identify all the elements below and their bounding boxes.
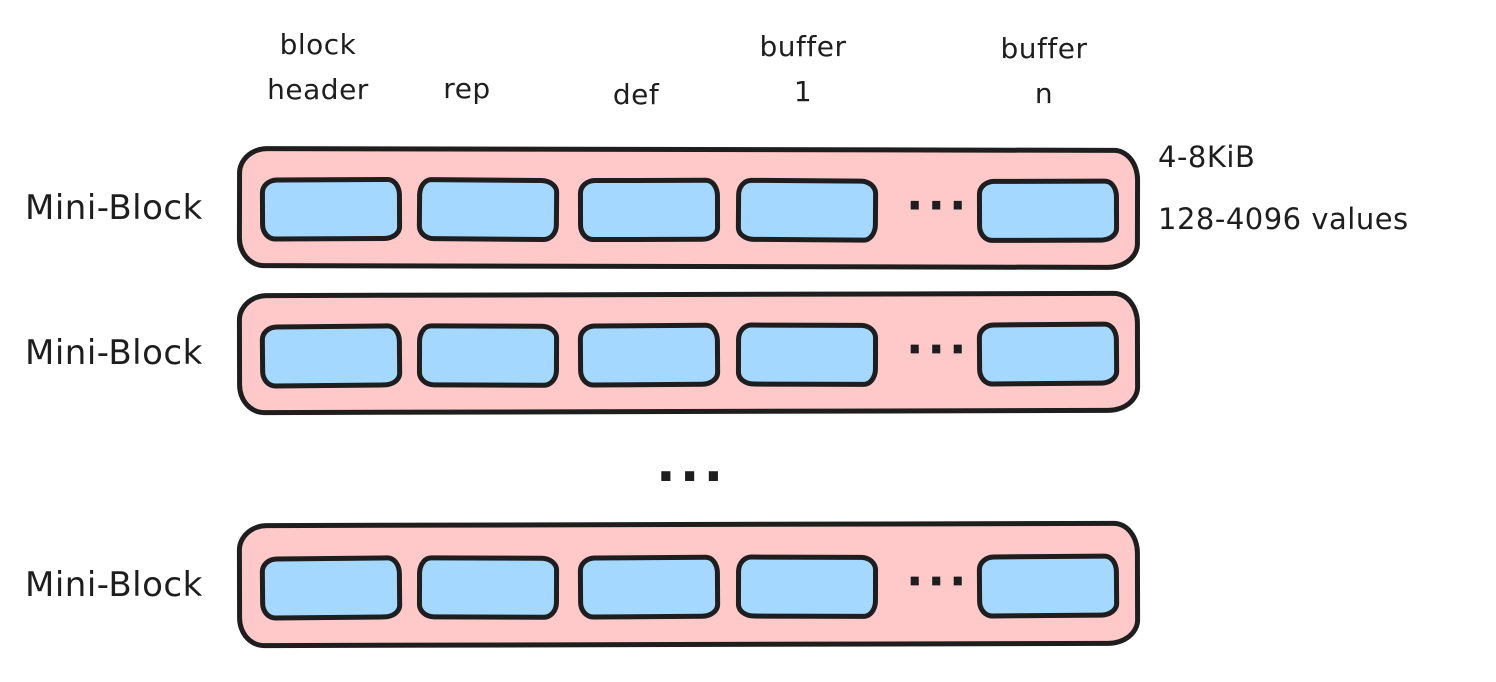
column-label-buffer-1-line2: 1 [793, 75, 813, 108]
column-label-buffer-n: buffer n [1001, 26, 1088, 116]
size-range-annotation: 4-8KiB [1158, 140, 1256, 174]
mini-block-container: ... [236, 520, 1141, 649]
cell-buffer-1 [735, 554, 879, 619]
column-label-def: def [613, 72, 659, 117]
mini-block-container: ... [236, 146, 1141, 270]
column-label-rep-line1: rep [443, 72, 491, 105]
column-label-block-header-line2: header [267, 73, 369, 106]
cell-def [577, 177, 721, 243]
column-label-rep: rep [443, 66, 490, 111]
mini-block-row-3: Mini-Block ... [0, 520, 1496, 649]
cell-rep [416, 323, 560, 388]
buffer-ellipsis: ... [905, 166, 971, 221]
column-label-block-header: block header [267, 22, 369, 112]
column-label-block-header-line1: block [279, 28, 357, 61]
column-label-buffer-n-line1: buffer [1000, 32, 1088, 65]
cell-buffer-n [976, 178, 1120, 243]
cell-block-header [259, 323, 403, 389]
value-range-annotation: 128-4096 values [1158, 202, 1409, 236]
cell-buffer-n [976, 321, 1120, 387]
cell-buffer-1 [735, 177, 879, 243]
buffer-ellipsis: ... [905, 310, 971, 365]
cell-def [577, 322, 721, 388]
cell-rep [416, 176, 560, 243]
rows-ellipsis: ... [656, 434, 728, 494]
cell-def [577, 554, 721, 620]
cell-buffer-n [976, 553, 1120, 619]
mini-block-row-1: Mini-Block ... [0, 146, 1496, 270]
column-label-buffer-1-line1: buffer [759, 30, 847, 63]
column-label-buffer-n-line2: n [1034, 77, 1054, 110]
cell-block-header [259, 555, 403, 621]
mini-block-container: ... [236, 290, 1141, 416]
buffer-ellipsis: ... [905, 542, 971, 597]
mini-block-row-2: Mini-Block ... [0, 290, 1496, 416]
cell-rep [416, 555, 560, 620]
cell-buffer-1 [735, 322, 879, 387]
column-label-buffer-1: buffer 1 [760, 24, 847, 114]
mini-block-label: Mini-Block [25, 564, 203, 605]
mini-block-label: Mini-Block [25, 188, 203, 228]
cell-block-header [259, 176, 403, 242]
mini-block-label: Mini-Block [25, 333, 203, 373]
column-label-def-line1: def [612, 78, 660, 111]
